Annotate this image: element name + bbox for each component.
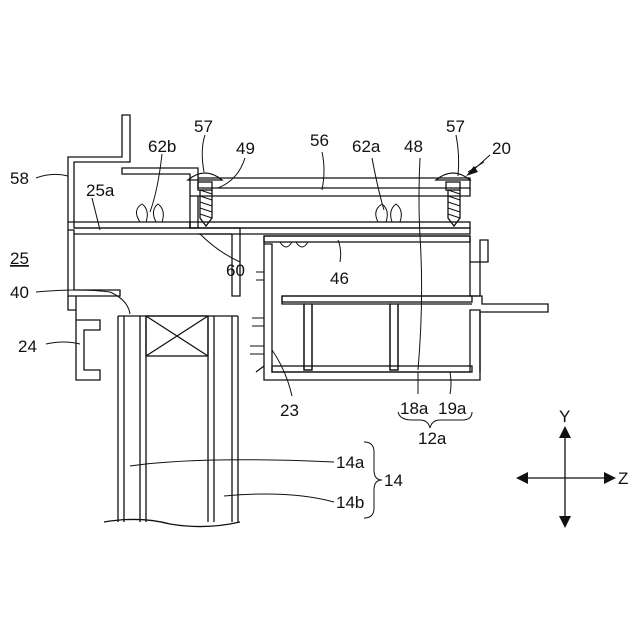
label-14: 14 [384, 471, 403, 490]
rail-25a [74, 222, 240, 296]
label-62b: 62b [148, 137, 176, 156]
reference-labels: 57 49 56 62b 62a 48 57 20 58 25a 25 60 4… [10, 117, 628, 512]
label-57-left: 57 [194, 117, 213, 136]
clip-62b [136, 204, 163, 222]
screw-57-right [436, 173, 470, 226]
label-14b: 14b [336, 493, 364, 512]
label-40: 40 [10, 283, 29, 302]
label-46: 46 [330, 269, 349, 288]
label-24: 24 [18, 337, 37, 356]
label-18a: 18a [400, 399, 429, 418]
clip-62a [376, 204, 402, 222]
label-57-right: 57 [446, 117, 465, 136]
label-12a: 12a [418, 429, 447, 448]
label-48: 48 [404, 137, 423, 156]
profile-12a [250, 236, 548, 380]
frame-member-58 [68, 115, 130, 380]
cover-plate-56 [122, 168, 470, 234]
axis-indicator [516, 426, 616, 528]
label-19a: 19a [438, 399, 467, 418]
label-25: 25 [10, 249, 29, 268]
label-56: 56 [310, 131, 329, 150]
label-58: 58 [10, 169, 29, 188]
label-14a: 14a [336, 453, 365, 472]
label-62a: 62a [352, 137, 381, 156]
arrow-20 [466, 155, 490, 176]
label-25a: 25a [86, 181, 115, 200]
label-60: 60 [226, 261, 245, 280]
screw-57-left [188, 173, 222, 226]
axis-label-z: Z [618, 469, 628, 488]
label-49: 49 [236, 139, 255, 158]
label-20: 20 [492, 139, 511, 158]
label-23: 23 [280, 401, 299, 420]
glass-panel-14 [104, 316, 240, 527]
axis-label-y: Y [559, 407, 570, 426]
